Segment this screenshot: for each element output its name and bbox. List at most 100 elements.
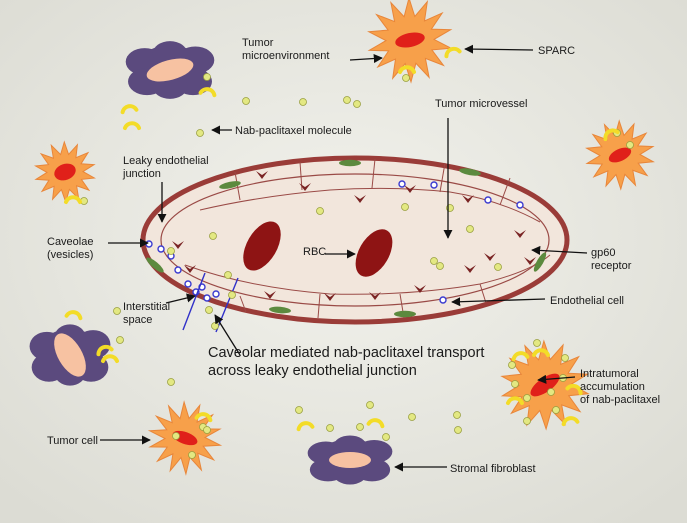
tumor-cell-left-nucleus xyxy=(54,163,76,181)
sparc-arc xyxy=(296,421,315,432)
sparc-arc xyxy=(120,104,139,115)
label-gp60-line2: receptor xyxy=(591,260,632,272)
label-nab-paclitaxel-molecule: Nab-paclitaxel molecule xyxy=(235,125,352,137)
arrow-interstitial xyxy=(165,293,196,304)
red-blood-cell xyxy=(355,229,393,277)
arrow-caveolar-transport xyxy=(214,314,241,356)
sparc-protein xyxy=(506,396,524,405)
label-sparc: SPARC xyxy=(538,45,576,57)
label-stromal-fibroblast: Stromal fibroblast xyxy=(450,463,536,475)
sparc-protein xyxy=(123,121,141,130)
gp60-receptor xyxy=(514,230,526,238)
nab-paclitaxel-particle xyxy=(299,98,307,106)
endothelial-nucleus xyxy=(533,252,547,272)
endothelial-junction-line xyxy=(234,171,241,201)
caveola-vesicle xyxy=(157,245,165,253)
nab-paclitaxel-particle xyxy=(203,426,211,434)
stromal-fibroblast-left xyxy=(29,324,111,386)
sparc-arc xyxy=(603,128,620,142)
endothelial-junction-line xyxy=(499,177,511,206)
sparc-arc xyxy=(561,416,580,427)
label-leaky-line1: Leaky endothelial xyxy=(123,155,209,167)
sparc-arc xyxy=(64,310,83,321)
stromal-fibroblast-bottom-lobe xyxy=(333,463,367,485)
sparc-arc xyxy=(444,46,462,59)
gp60-receptor xyxy=(256,171,268,179)
sparc-protein xyxy=(398,65,416,74)
nab-paclitaxel-particle xyxy=(326,424,334,432)
label-interstitial-line2: space xyxy=(123,314,153,326)
nab-paclitaxel-particle xyxy=(224,271,232,279)
gp60-receptor xyxy=(184,265,196,273)
endothelial-nucleus xyxy=(459,168,481,176)
label-leaky-line2: junction xyxy=(123,168,161,180)
label-intratumoral-line3: of nab-paclitaxel xyxy=(580,394,661,406)
nab-paclitaxel-particle xyxy=(382,433,390,441)
sparc-arc xyxy=(64,195,82,204)
label-intratumoral-accumulation: Intratumoral accumulation of nab-paclita… xyxy=(580,368,660,407)
nab-paclitaxel-particle xyxy=(552,406,560,414)
nab-paclitaxel-particle xyxy=(401,203,409,211)
nab-paclitaxel-particle xyxy=(466,225,474,233)
sparc-protein xyxy=(511,351,530,362)
sparc-arc xyxy=(506,396,524,405)
stromal-fibroblast-bottom xyxy=(307,435,393,485)
sparc-arc xyxy=(511,351,530,362)
arrow-endothelial-cell xyxy=(451,297,546,307)
label-tumor-microenvironment-line1: Tumor xyxy=(242,37,274,49)
sparc-arc xyxy=(565,383,583,396)
nab-paclitaxel-particle xyxy=(209,232,217,240)
endothelial-nucleus xyxy=(269,306,291,314)
label-tumor-microenvironment-line2: microenvironment xyxy=(242,50,330,62)
gp60-receptor xyxy=(462,195,474,203)
sparc-protein xyxy=(101,354,119,363)
label-caveolar-line2: across leaky endothelial junction xyxy=(208,363,417,379)
label-caveolae-line1: Caveolae xyxy=(47,236,94,248)
gp60-receptor xyxy=(324,293,336,301)
sparc-protein xyxy=(198,87,217,98)
endothelial-nucleus xyxy=(219,181,241,189)
sparc-protein xyxy=(603,128,620,142)
nab-paclitaxel-particle xyxy=(316,207,324,215)
red-blood-cell xyxy=(243,221,281,271)
caveola-vesicle xyxy=(398,180,406,188)
label-intratumoral-line1: Intratumoral xyxy=(580,368,639,380)
label-interstitial-space: Interstitial space xyxy=(123,301,170,327)
label-gp60-line1: gp60 xyxy=(591,247,616,259)
label-intratumoral-line2: accumulation xyxy=(580,381,645,393)
nab-paclitaxel-particle xyxy=(408,413,416,421)
sparc-arc xyxy=(96,344,114,357)
nab-paclitaxel-particle xyxy=(494,263,502,271)
label-interstitial-line1: Interstitial xyxy=(123,301,171,313)
caveola-vesicle xyxy=(145,240,153,248)
label-tumor-microenvironment: Tumor microenvironment xyxy=(242,37,329,63)
sparc-arc xyxy=(198,87,217,98)
sparc-arc xyxy=(194,412,213,423)
nab-paclitaxel-particle xyxy=(205,306,213,314)
sparc-protein xyxy=(444,46,462,59)
endothelial-junction-line xyxy=(239,295,247,313)
endothelial-nucleus xyxy=(339,159,361,167)
arrow-microenvironment xyxy=(349,53,383,64)
nab-paclitaxel-particle xyxy=(188,451,196,459)
nab-paclitaxel-particle xyxy=(356,423,364,431)
caveola-vesicle xyxy=(212,290,220,298)
nab-paclitaxel-particle xyxy=(561,354,569,362)
endothelial-junction-line xyxy=(479,283,487,304)
caveola-vesicle xyxy=(203,294,211,302)
endothelial-lining xyxy=(160,173,550,307)
label-tumor-cell: Tumor cell xyxy=(47,435,98,447)
endothelial-junction-line xyxy=(439,162,446,193)
stromal-fibroblast-bottom-nucleus xyxy=(329,452,371,468)
stromal-fibroblast-left-nucleus xyxy=(54,333,86,377)
sparc-protein xyxy=(532,348,550,357)
sparc-arc xyxy=(101,354,119,363)
endothelial-nucleus xyxy=(146,257,164,273)
sparc-protein xyxy=(64,195,82,204)
gp60-receptor xyxy=(299,183,311,191)
caveola-vesicle xyxy=(430,181,438,189)
label-endothelial-cell: Endothelial cell xyxy=(550,295,624,307)
gp60-receptor xyxy=(404,185,416,193)
nab-paclitaxel-particle xyxy=(353,100,361,108)
